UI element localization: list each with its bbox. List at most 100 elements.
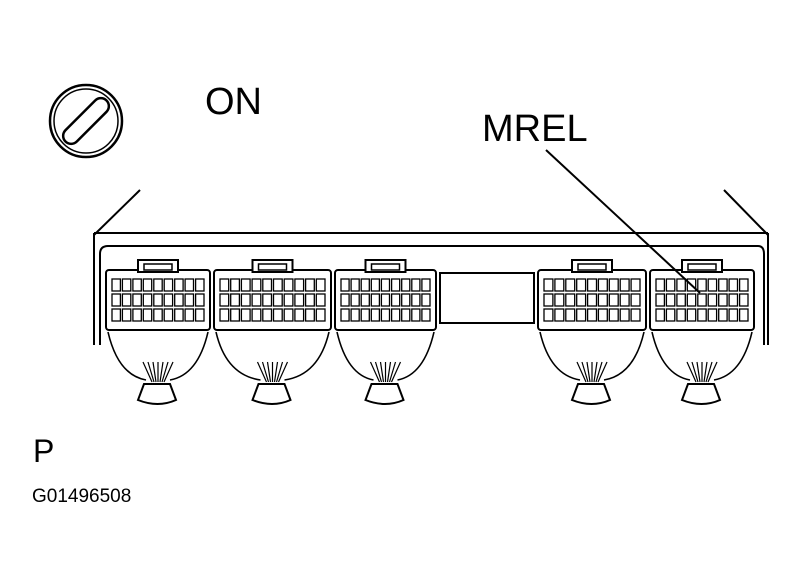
connector-pin bbox=[630, 308, 641, 322]
connector-pin bbox=[543, 278, 554, 292]
connector-pin bbox=[655, 278, 666, 292]
connector-pin bbox=[586, 278, 598, 292]
connector-pin bbox=[697, 293, 707, 307]
center-panel bbox=[439, 272, 535, 324]
connector-pin bbox=[230, 293, 241, 307]
connector-pin bbox=[697, 308, 707, 322]
ecu-connector bbox=[649, 259, 755, 331]
connector-pin bbox=[676, 278, 686, 292]
connector-pin bbox=[111, 293, 122, 307]
connector-pin bbox=[240, 293, 251, 307]
connector-pin bbox=[219, 308, 230, 322]
connector-pin bbox=[411, 293, 421, 307]
ignition-switch-icon bbox=[48, 83, 124, 159]
connector-pin bbox=[565, 293, 576, 307]
connector-pin bbox=[686, 293, 697, 307]
connector-pin bbox=[132, 293, 142, 307]
connector-pin bbox=[665, 293, 676, 307]
connector-pin bbox=[565, 278, 576, 292]
connector-pin bbox=[272, 308, 283, 322]
mrel-leader-line bbox=[545, 149, 701, 294]
connector-pin bbox=[153, 293, 163, 307]
connector-pin bbox=[219, 278, 230, 292]
connector-pin bbox=[251, 293, 262, 307]
connector-pin bbox=[370, 293, 381, 307]
connector-pin bbox=[738, 293, 749, 307]
connector-pin bbox=[401, 308, 411, 322]
connector-pin bbox=[294, 278, 305, 292]
wire-harness bbox=[107, 331, 209, 405]
connector-pin bbox=[554, 293, 565, 307]
connector-pin bbox=[194, 278, 205, 292]
connector-pin bbox=[370, 308, 381, 322]
connector-pin bbox=[315, 293, 326, 307]
connector-pin bbox=[142, 308, 153, 322]
connector-pin bbox=[283, 278, 294, 292]
connector-pin bbox=[370, 278, 381, 292]
connector-pin bbox=[340, 293, 350, 307]
connector-pin bbox=[619, 293, 630, 307]
connector-pin bbox=[576, 293, 587, 307]
connector-pin bbox=[350, 278, 360, 292]
connector-pin bbox=[608, 278, 619, 292]
connector-pin bbox=[619, 308, 630, 322]
connector-pin bbox=[184, 308, 195, 322]
connector-pin bbox=[111, 308, 122, 322]
connector-pin bbox=[608, 293, 619, 307]
connector-pin bbox=[174, 278, 184, 292]
connector-pin bbox=[576, 278, 587, 292]
connector-pin bbox=[219, 293, 230, 307]
connector-pin bbox=[194, 308, 205, 322]
connector-pin bbox=[121, 308, 132, 322]
ecu-connector bbox=[105, 259, 211, 331]
connector-pin bbox=[163, 308, 174, 322]
connector-pin bbox=[738, 278, 749, 292]
connector-pin bbox=[240, 308, 251, 322]
connector-pin bbox=[315, 308, 326, 322]
connector-pin bbox=[586, 308, 598, 322]
connector-pin bbox=[340, 278, 350, 292]
terminal-name-label: MREL bbox=[482, 108, 588, 150]
connector-pin bbox=[401, 293, 411, 307]
connector-pin bbox=[597, 308, 608, 322]
connector-side-label: P bbox=[33, 433, 55, 469]
connector-pin bbox=[174, 308, 184, 322]
connector-pin bbox=[340, 308, 350, 322]
connector-pin bbox=[194, 293, 205, 307]
connector-pin bbox=[655, 293, 666, 307]
connector-pin bbox=[262, 278, 273, 292]
connector-pin bbox=[142, 278, 153, 292]
connector-pin bbox=[707, 278, 718, 292]
connector-pin bbox=[738, 308, 749, 322]
connector-pin bbox=[262, 308, 273, 322]
connector-pin bbox=[543, 293, 554, 307]
connector-pin bbox=[142, 293, 153, 307]
connector-pin bbox=[554, 308, 565, 322]
connector-pin bbox=[554, 278, 565, 292]
connector-pin bbox=[132, 308, 142, 322]
connector-pin bbox=[380, 308, 391, 322]
connector-pin bbox=[728, 293, 739, 307]
connector-pin bbox=[608, 308, 619, 322]
connector-pin bbox=[184, 278, 195, 292]
connector-pin bbox=[390, 278, 401, 292]
connector-pin bbox=[380, 278, 391, 292]
wire-harness bbox=[215, 331, 330, 405]
wire-harness bbox=[651, 331, 753, 405]
connector-pin bbox=[390, 308, 401, 322]
connector-pin bbox=[163, 278, 174, 292]
connector-pin bbox=[251, 278, 262, 292]
connector-pin bbox=[597, 278, 608, 292]
connector-pin bbox=[304, 293, 315, 307]
connector-group bbox=[105, 259, 755, 405]
connector-pin bbox=[153, 308, 163, 322]
ecu-connector bbox=[334, 259, 437, 331]
connector-pin bbox=[655, 308, 666, 322]
connector-pin bbox=[304, 308, 315, 322]
connector-pin bbox=[401, 278, 411, 292]
connector-pin bbox=[676, 308, 686, 322]
connector-pin bbox=[283, 293, 294, 307]
connector-pin bbox=[543, 308, 554, 322]
ecu-connector bbox=[213, 259, 332, 331]
connector-pin bbox=[390, 293, 401, 307]
